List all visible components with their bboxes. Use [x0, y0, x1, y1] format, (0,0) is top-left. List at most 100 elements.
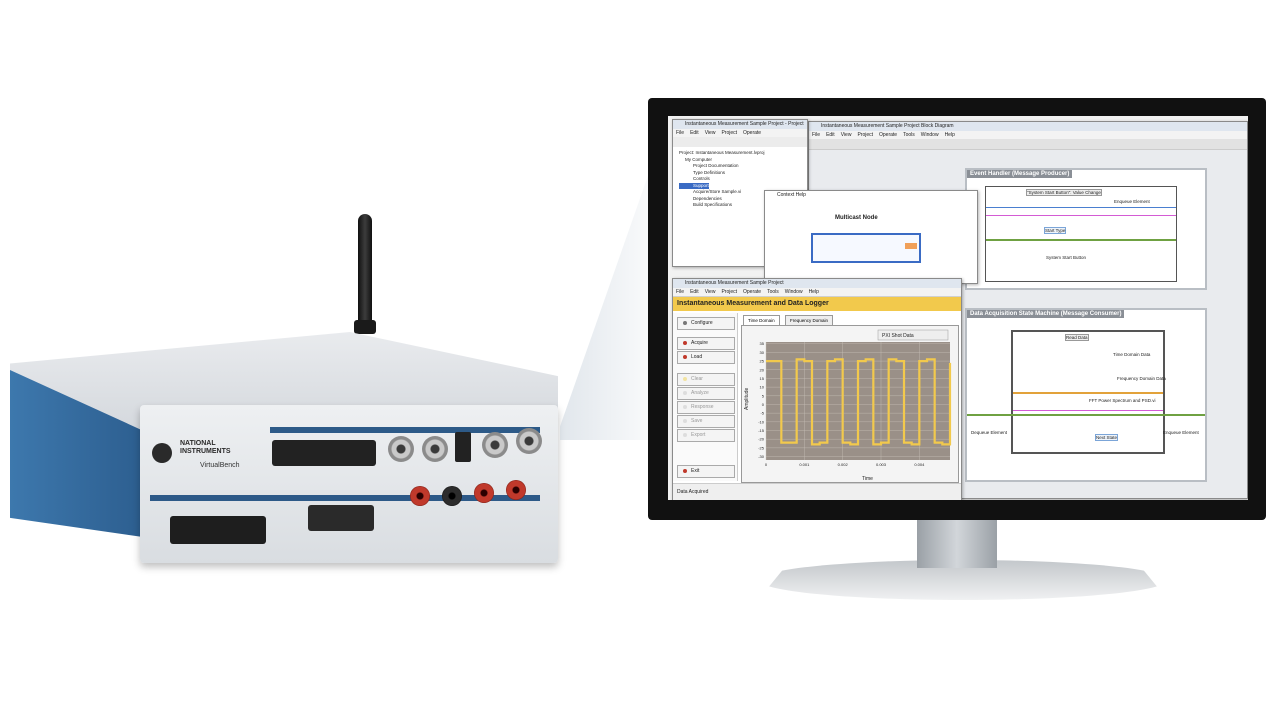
chart-xlabel: Time [862, 476, 873, 482]
analyze-button[interactable]: Analyze [677, 387, 735, 400]
wire-blue [986, 207, 1176, 208]
y-tick-label: 25 [760, 359, 765, 364]
monitor-screen: Instantaneous Measurement Sample Project… [668, 116, 1248, 500]
enqueue-label: Enqueue Element [1114, 199, 1150, 204]
menu-edit[interactable]: Edit [826, 132, 835, 138]
tab-time-domain[interactable]: Time Domain [743, 315, 780, 325]
dmm-jack-1 [410, 486, 430, 506]
exit-button[interactable]: Exit [677, 465, 735, 478]
project-tree: Project: Instantaneous Measurement.lvpro… [679, 150, 765, 209]
menu-file[interactable]: File [812, 132, 821, 138]
x-tick-label: 0.004 [914, 462, 925, 467]
front-panel-window[interactable]: Instantaneous Measurement Sample Project… [672, 278, 962, 500]
y-tick-label: 15 [760, 376, 765, 381]
dmm-jack-3 [474, 483, 494, 503]
wire-pink-2 [1013, 410, 1163, 411]
bnc-connector-4 [516, 428, 542, 454]
menu-tools[interactable]: Tools [903, 132, 915, 138]
tree-item-selected[interactable]: Support [679, 182, 709, 189]
y-tick-label: 30 [760, 350, 765, 355]
menu-project[interactable]: Project [857, 132, 873, 138]
menu-view[interactable]: View [704, 289, 716, 295]
tree-item[interactable]: Project: Instantaneous Measurement.lvpro… [679, 150, 765, 155]
tree-item[interactable]: Build Specifications [693, 202, 733, 207]
series-line [766, 358, 952, 446]
menu-operate[interactable]: Operate [879, 132, 898, 138]
menu-help[interactable]: Help [808, 289, 819, 295]
tree-item[interactable]: Type Definitions [693, 169, 726, 175]
tree-item[interactable]: Dependencies [693, 195, 722, 201]
tree-item[interactable]: Project Documentation [693, 163, 739, 168]
export-button[interactable]: Export [677, 429, 735, 442]
menu-tools[interactable]: Tools [767, 289, 779, 295]
brand-line-2: INSTRUMENTS [180, 448, 231, 455]
front-panel-header: Instantaneous Measurement and Data Logge… [673, 297, 961, 311]
menu-project[interactable]: Project [721, 289, 737, 295]
ni-logo: NATIONAL INSTRUMENTS [180, 440, 231, 456]
daq-panel-title: Data Acquisition State Machine (Message … [967, 310, 1125, 318]
x-tick-label: 0 [765, 462, 768, 467]
y-tick-label: -10 [758, 419, 765, 424]
status-bar: Data Acquired [673, 483, 961, 500]
menu-project[interactable]: Project [721, 130, 737, 136]
context-help-window[interactable]: Context Help Multicast Node [764, 190, 978, 284]
next-state-node: Next State [1095, 434, 1119, 441]
mso-connector [272, 440, 376, 466]
clear-button[interactable]: Clear [677, 373, 735, 386]
menu-file[interactable]: File [676, 289, 685, 295]
menu-window[interactable]: Window [920, 132, 939, 138]
dequeue-label: Dequeue Element [971, 430, 1008, 435]
enqueue-label-2: Enqueue Element [1163, 430, 1199, 435]
fft-vi-label: FFT Power Spectrum and PSD.vi [1089, 398, 1156, 403]
menu-edit[interactable]: Edit [690, 130, 699, 136]
configure-button[interactable]: Configure [677, 317, 735, 330]
tree-item[interactable]: Acquire/Store Sample.vi [693, 189, 742, 194]
load-button[interactable]: Load [677, 351, 735, 364]
menu-view[interactable]: View [704, 130, 716, 136]
bnc-connector-3 [482, 432, 508, 458]
dmm-jack-2 [442, 486, 462, 506]
acquire-button[interactable]: Acquire [677, 337, 735, 350]
antenna-base [354, 320, 376, 334]
dmm-jack-4 [506, 480, 526, 500]
tree-item[interactable]: Controls [693, 176, 710, 181]
chart-ylabel: Amplitude [744, 388, 750, 410]
x-tick-label: 0.001 [799, 462, 810, 467]
tree-item[interactable]: My Computer [685, 156, 713, 162]
save-button[interactable]: Save [677, 415, 735, 428]
power-button[interactable] [152, 443, 172, 463]
connection-beam [560, 170, 650, 440]
menu-view[interactable]: View [840, 132, 852, 138]
digital-io-connector [170, 516, 266, 544]
wifi-antenna [358, 214, 372, 334]
context-help-diagram [811, 233, 921, 263]
menu-help[interactable]: Help [944, 132, 955, 138]
project-title: Instantaneous Measurement Sample Project… [673, 120, 807, 129]
menu-operate[interactable]: Operate [743, 289, 762, 295]
response-button[interactable]: Response [677, 401, 735, 414]
wire-green [986, 239, 1176, 241]
y-tick-label: -25 [758, 445, 765, 450]
button-column: Configure Acquire Load Clear Analyze Res… [673, 313, 738, 481]
context-help-heading: Multicast Node [835, 215, 878, 221]
bnc-connector-1 [388, 436, 414, 462]
y-tick-label: 0 [762, 402, 765, 407]
wire-green-2 [967, 414, 1205, 416]
wire-pink [986, 215, 1176, 216]
start-type-node: Start Type [1044, 227, 1067, 234]
time-domain-label: Time Domain Data [1113, 352, 1151, 357]
event-panel-title: Event Handler (Message Producer) [967, 170, 1073, 178]
y-tick-label: 35 [760, 341, 765, 346]
menu-edit[interactable]: Edit [690, 289, 699, 295]
front-panel-title: Instantaneous Measurement Sample Project [673, 279, 961, 288]
start-button-label: System Start Button [1046, 255, 1087, 260]
front-panel-menu: File Edit View Project Operate Tools Window Hel… [673, 288, 961, 297]
menu-window[interactable]: Window [784, 289, 803, 295]
bnc-connector-2 [422, 436, 448, 462]
menu-operate[interactable]: Operate [743, 130, 762, 136]
context-help-terminal [905, 243, 917, 249]
event-structure: "System Start Button": Value Change Enqu… [985, 186, 1177, 282]
menu-file[interactable]: File [676, 130, 685, 136]
